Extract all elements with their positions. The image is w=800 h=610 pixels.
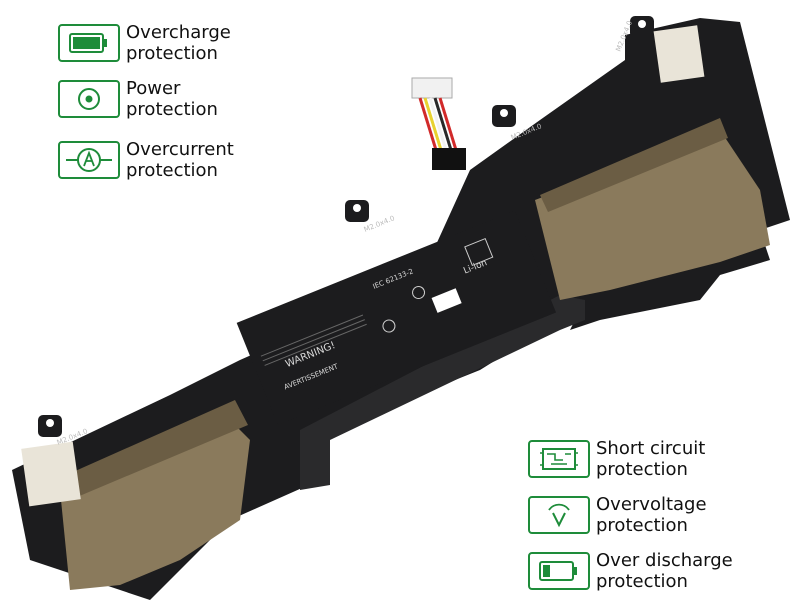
feature-line2: protection	[596, 515, 688, 536]
battery-label: WARNING! AVERTISSEMENT IEC 62133-2 Li-io…	[236, 210, 557, 425]
tape-left	[60, 420, 250, 590]
feature-line1: Overvoltage	[596, 494, 707, 515]
feature-line2: protection	[596, 571, 688, 592]
battery-lower-step	[300, 295, 585, 490]
feature-line2: protection	[126, 99, 218, 120]
feature-line1: Short circuit	[596, 438, 706, 459]
ammeter-icon	[58, 141, 120, 179]
tape-right	[535, 130, 770, 300]
feature-line1: Power	[126, 78, 181, 99]
feature-line1: Overcurrent	[126, 139, 234, 160]
foam-pad-right	[653, 25, 705, 83]
voltage-v-icon	[528, 496, 590, 534]
battery-full-icon	[58, 24, 120, 62]
qr-code	[431, 288, 462, 313]
connector	[411, 77, 466, 170]
power-ring-icon	[58, 80, 120, 118]
feature-line2: protection	[596, 459, 688, 480]
battery-low-icon	[528, 552, 590, 590]
circuit-board-icon	[528, 440, 590, 478]
feature-line2: protection	[126, 160, 218, 181]
foam-pad-left	[21, 441, 81, 507]
feature-line1: Over discharge	[596, 550, 733, 571]
feature-line1: Overcharge	[126, 22, 231, 43]
feature-line2: protection	[126, 43, 218, 64]
